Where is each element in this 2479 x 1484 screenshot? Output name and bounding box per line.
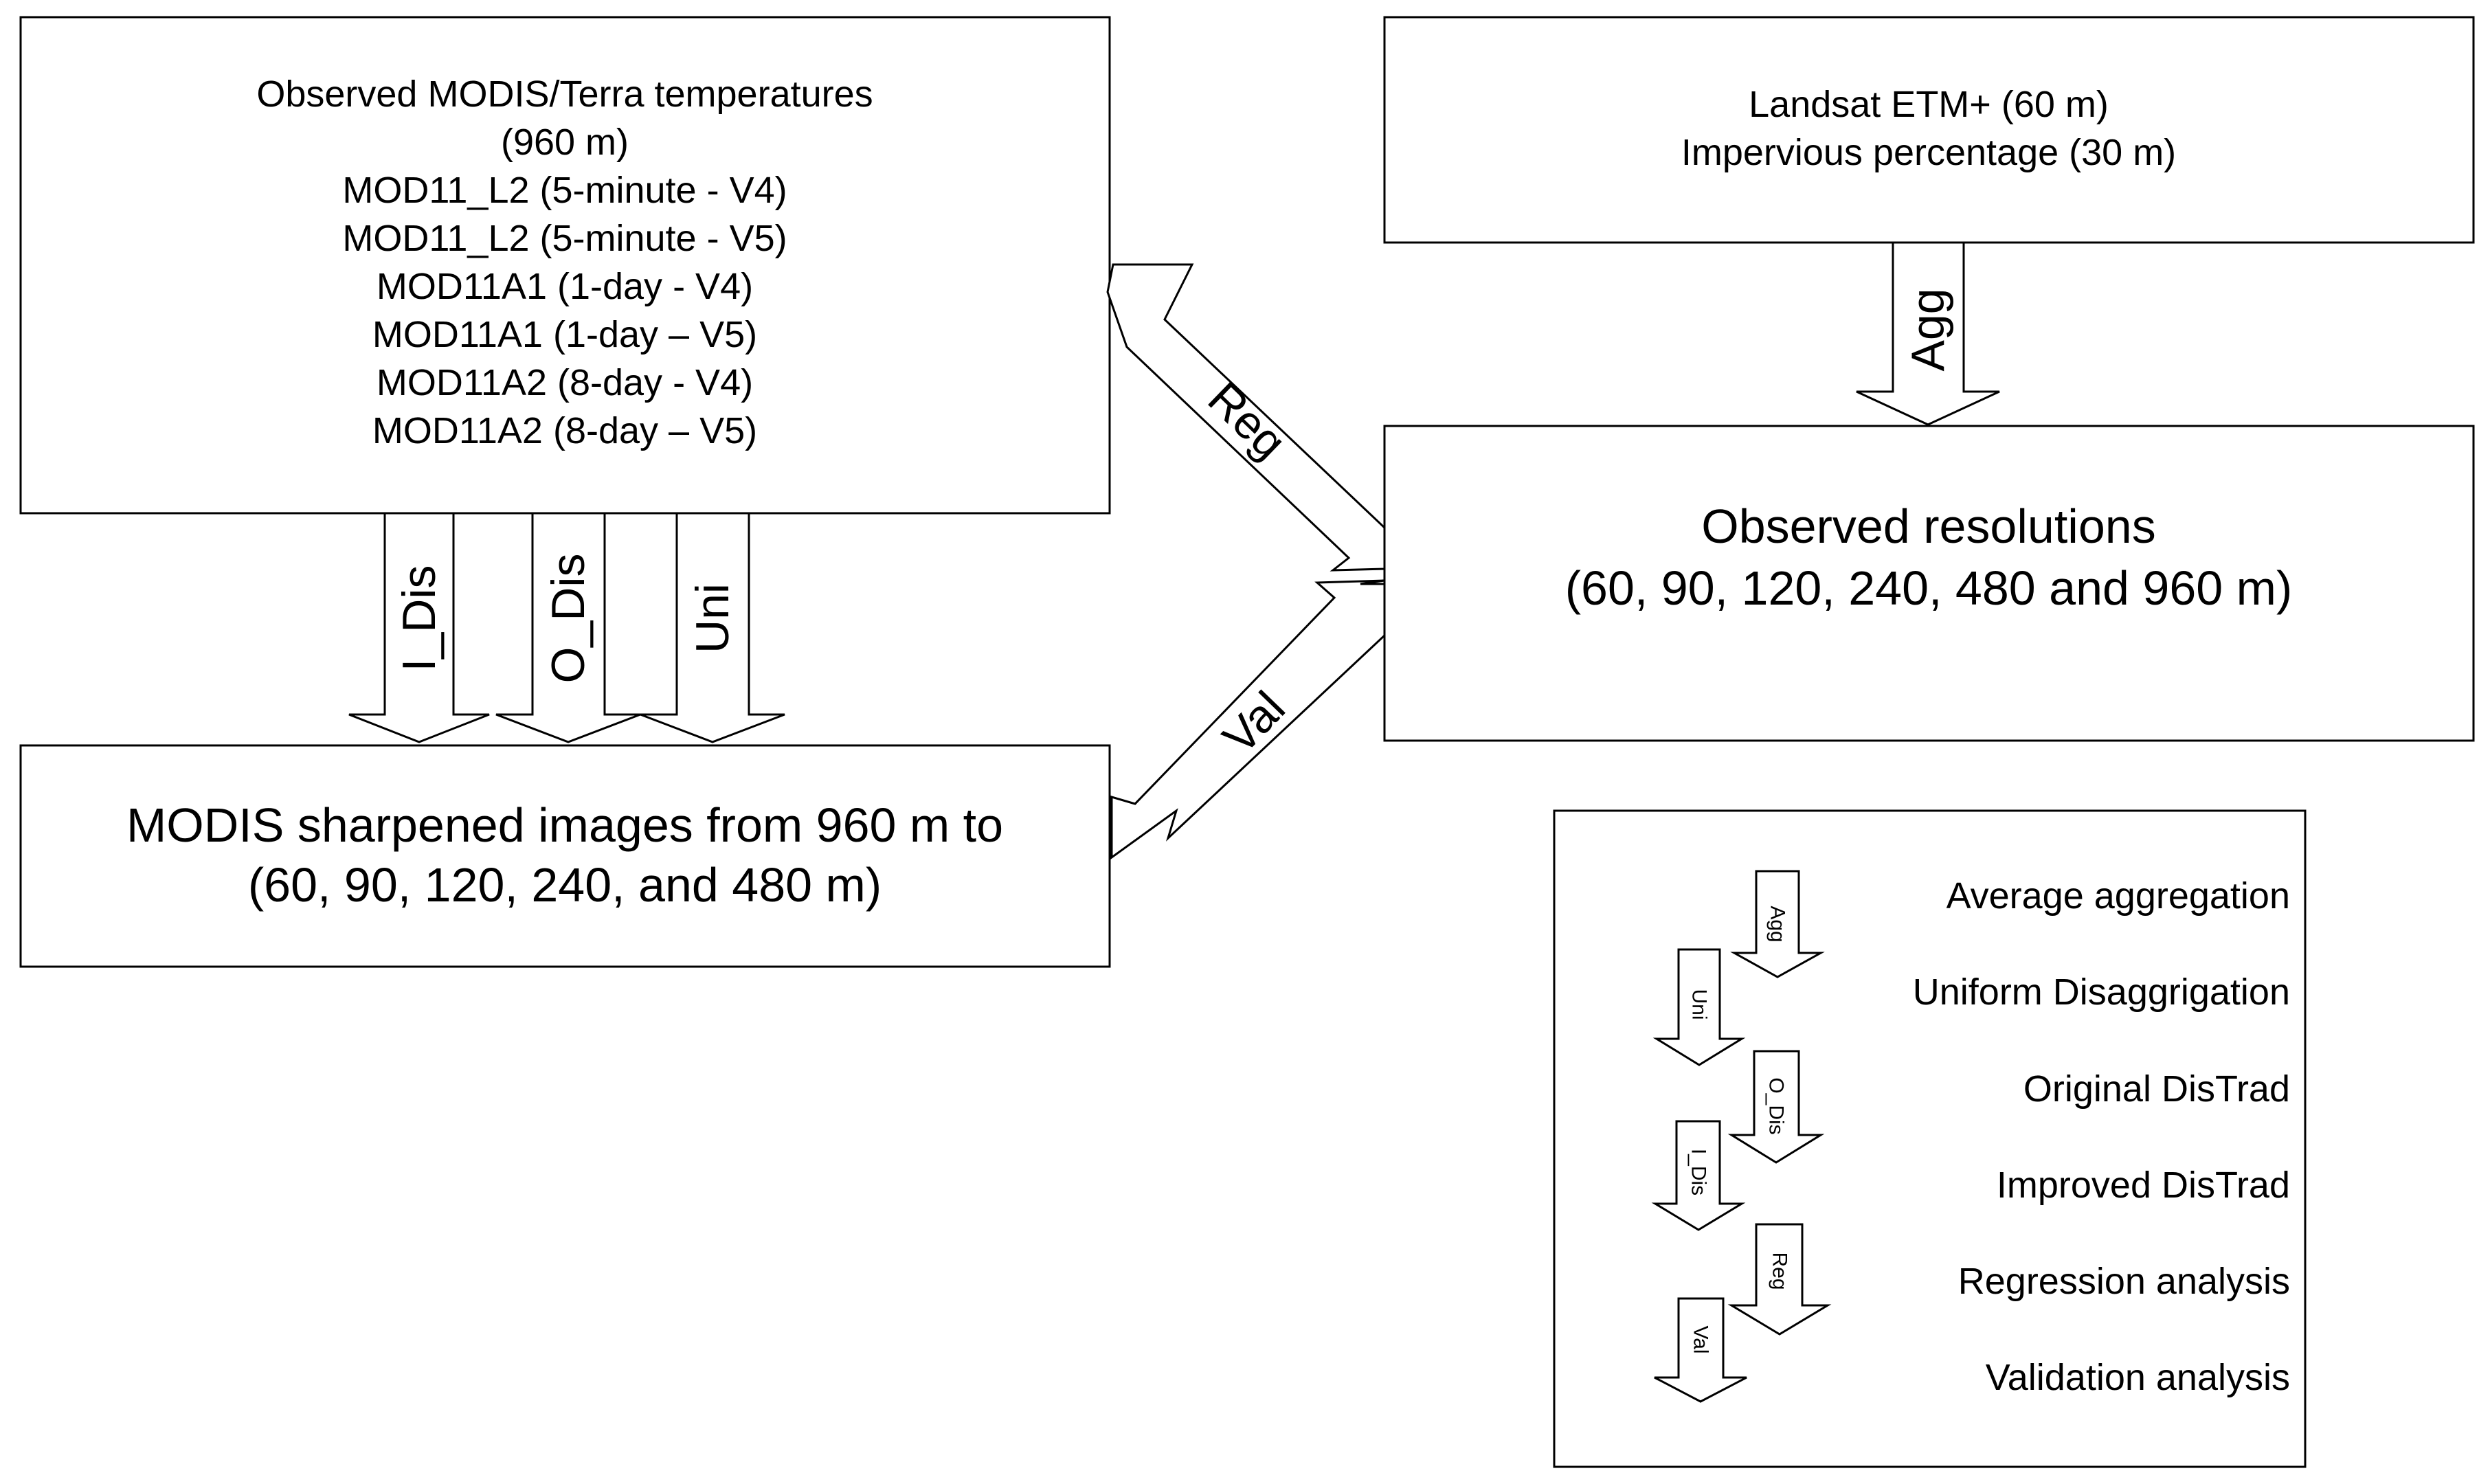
sharpened-images-box bbox=[19, 744, 1111, 968]
legend-val-code: Val bbox=[1690, 1325, 1712, 1353]
landsat-line-2: Impervious percentage (30 m) bbox=[1681, 132, 2176, 173]
sharpened-line-1: MODIS sharpened images from 960 m to bbox=[126, 798, 1003, 852]
val-arrow bbox=[1110, 579, 1386, 859]
legend-agg-arrow bbox=[1730, 870, 1825, 978]
agg-arrow bbox=[1856, 241, 2000, 426]
agg-arrow-label: Agg bbox=[1902, 289, 1954, 372]
modis-temperatures-box bbox=[19, 16, 1111, 515]
legend-i-dis-label: Improved DisTrad bbox=[1997, 1165, 2290, 1206]
legend-reg-arrow bbox=[1727, 1223, 1832, 1336]
legend-o-dis-label: Original DisTrad bbox=[2023, 1068, 2290, 1110]
reg-arrow bbox=[1106, 263, 1386, 572]
i-dis-arrow-label: I_Dis bbox=[393, 565, 445, 672]
legend-agg-label: Average aggregation bbox=[1947, 875, 2290, 917]
modis-line-6: MOD11A1 (1-day – V5) bbox=[372, 314, 757, 355]
landsat-box bbox=[1383, 16, 2475, 244]
modis-line-2: (960 m) bbox=[501, 122, 629, 163]
legend-val-label: Validation analysis bbox=[1986, 1357, 2290, 1398]
modis-line-4: MOD11_L2 (5-minute - V5) bbox=[342, 218, 787, 259]
legend-uni-arrow bbox=[1652, 948, 1746, 1066]
legend-uni-label: Uniform Disaggrigation bbox=[1913, 971, 2290, 1013]
legend-uni-code: Uni bbox=[1688, 989, 1711, 1020]
legend-reg-label: Regression analysis bbox=[1958, 1261, 2290, 1302]
modis-line-1: Observed MODIS/Terra temperatures bbox=[256, 74, 873, 115]
observed-line-1: Observed resolutions bbox=[1701, 499, 2155, 553]
observed-resolutions-box bbox=[1383, 425, 2475, 742]
legend-i-dis-code: I_Dis bbox=[1687, 1149, 1710, 1195]
i-dis-arrow bbox=[348, 512, 490, 743]
landsat-line-1: Landsat ETM+ (60 m) bbox=[1749, 84, 2109, 125]
o-dis-arrow-label: O_Dis bbox=[542, 554, 594, 684]
legend-agg-code: Agg bbox=[1766, 906, 1789, 942]
uni-arrow bbox=[640, 512, 785, 743]
observed-line-2: (60, 90, 120, 240, 480 and 960 m) bbox=[1565, 561, 2293, 615]
legend-i-dis-arrow bbox=[1651, 1120, 1746, 1231]
legend-reg-code: Reg bbox=[1769, 1252, 1791, 1290]
modis-line-8: MOD11A2 (8-day – V5) bbox=[372, 410, 757, 451]
modis-line-5: MOD11A1 (1-day - V4) bbox=[377, 266, 753, 307]
modis-line-3: MOD11_L2 (5-minute - V4) bbox=[342, 170, 787, 211]
legend-o-dis-code: O_Dis bbox=[1765, 1077, 1788, 1134]
legend-o-dis-arrow bbox=[1727, 1050, 1825, 1164]
o-dis-arrow bbox=[495, 512, 641, 743]
uni-arrow-label: Uni bbox=[686, 583, 739, 653]
sharpened-line-2: (60, 90, 120, 240, and 480 m) bbox=[248, 858, 882, 912]
legend-val-arrow bbox=[1654, 1297, 1747, 1403]
modis-line-7: MOD11A2 (8-day - V4) bbox=[377, 362, 753, 403]
